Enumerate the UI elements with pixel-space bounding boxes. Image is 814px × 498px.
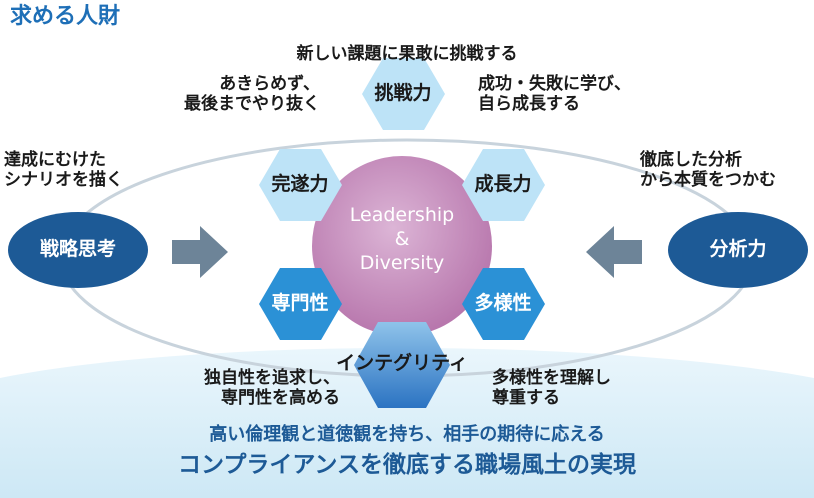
arrow-left-icon bbox=[586, 226, 642, 278]
hex-lower-left bbox=[259, 268, 342, 340]
hex-lower-right bbox=[462, 268, 545, 340]
hex-label-upper-right: 成長力 bbox=[474, 173, 532, 195]
caption-top: 新しい課題に果敢に挑戦する bbox=[296, 44, 518, 64]
hex-top bbox=[362, 58, 445, 130]
center-line-3: Diversity bbox=[359, 251, 445, 274]
hex-label-upper-left: 完遂力 bbox=[271, 173, 329, 195]
hex-label-lower-right: 多様性 bbox=[474, 292, 532, 314]
center-line-2: & bbox=[394, 227, 410, 250]
caption-upper-right: 成功・失敗に学び、 自ら成長する bbox=[478, 74, 631, 115]
strategy-label: 戦略思考 bbox=[39, 238, 116, 260]
page-title: 求める人財 bbox=[10, 4, 121, 29]
caption-lower-left: 独自性を追求し、 専門性を高める bbox=[204, 368, 340, 409]
hex-bottom bbox=[354, 322, 450, 408]
arrow-right-icon bbox=[172, 226, 228, 278]
analysis-label: 分析力 bbox=[709, 238, 767, 260]
analysis-ellipse bbox=[668, 212, 808, 288]
strategy-ellipse bbox=[8, 212, 148, 288]
center-line-1: Leadership bbox=[349, 204, 455, 226]
hex-label-lower-left: 専門性 bbox=[271, 292, 329, 314]
caption-lower-right: 多様性を理解し 尊重する bbox=[492, 368, 611, 409]
caption-upper-left: あきらめず、 最後までやり抜く bbox=[184, 74, 320, 115]
center-text: Leadership & Diversity bbox=[322, 204, 482, 275]
hex-upper-right bbox=[462, 149, 545, 221]
hex-upper-left bbox=[259, 149, 342, 221]
hex-label-bottom: インテグリティ bbox=[336, 352, 468, 374]
caption-left: 達成にむけた シナリオを描く bbox=[4, 150, 123, 191]
foundation-band bbox=[0, 348, 814, 498]
caption-right: 徹底した分析 から本質をつかむ bbox=[640, 150, 776, 191]
hex-label-top: 挑戦力 bbox=[374, 82, 432, 104]
foundation-line-1: 高い倫理観と道徳観を持ち、相手の期待に応える bbox=[209, 424, 605, 445]
center-circle bbox=[312, 156, 492, 336]
foundation-line-2: コンプライアンスを徹底する職場風土の実現 bbox=[178, 452, 636, 478]
